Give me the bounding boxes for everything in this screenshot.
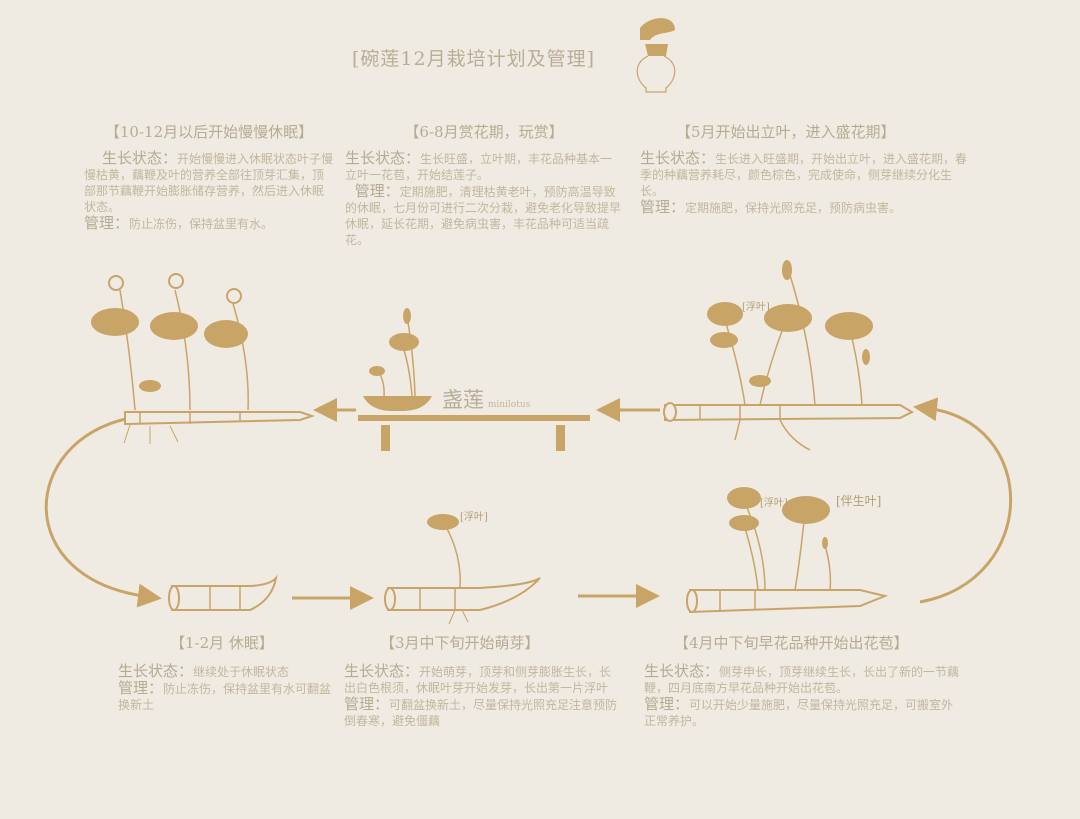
stage-oct-dec: 【10-12月以后开始慢慢休眠】 生长状态：开始慢慢进入休眠状态叶子慢慢枯黄，藕…: [84, 121, 334, 232]
manage-label: 管理：: [344, 695, 390, 713]
stage-title: 【4月中下旬早花品种开始出花苞】: [674, 634, 909, 652]
floating-leaf-label: [浮叶]: [760, 498, 788, 509]
stage-may: 【5月开始出立叶，进入盛花期】 生长状态：生长进入旺盛期，开始出立叶，进入盛花期…: [640, 121, 975, 216]
growth-text: 生长进入旺盛期，开始出立叶，进入盛花期，春季的种藕营养耗尽，颜色棕色，完成使命，…: [640, 152, 968, 198]
page-title: [碗莲12月栽培计划及管理]: [352, 48, 596, 70]
plant-dormancy-start: [91, 273, 316, 444]
growth-text: 侧芽申长，顶芽继续生长，长出了新的一节藕鞭，四月底南方早花品种开始出花苞。: [644, 665, 960, 695]
manage-label: 管理：: [354, 182, 400, 200]
stage-title: 【1-2月 休眠】: [170, 634, 274, 652]
manage-text: 定期施肥，保持光照充足，预防病虫害。: [685, 201, 902, 215]
manage-label: 管理：: [644, 695, 690, 713]
stage-title: 【3月中下旬开始萌芽】: [380, 634, 540, 652]
plant-blooming: [663, 260, 915, 451]
cycle-arrow-left: [44, 416, 162, 608]
center-sublabel: minilotus: [487, 400, 531, 410]
manage-label: 管理：: [640, 198, 686, 216]
growth-label: 生长状态：: [118, 662, 194, 680]
manage-text: 可以开始少量施肥，尽量保持光照充足，可搬室外正常养护。: [644, 698, 954, 728]
stage-jun-aug: 【6-8月赏花期，玩赏】 生长状态：生长旺盛，立叶期，丰花品种基本一立叶一花苞，…: [345, 121, 623, 248]
growth-text: 生长旺盛，立叶期，丰花品种基本一立叶一花苞，开始结莲子。: [345, 152, 613, 182]
center-label-group: 盏莲 minilotus: [442, 390, 531, 413]
rhizome-dormant: [168, 574, 278, 611]
growth-text: 开始慢慢进入休眠状态叶子慢慢枯黄，藕鞭及叶的营养全部往顶芽汇集，顶部那节藕鞭开始…: [84, 152, 334, 214]
manage-text: 防止冻伤，保持盆里有水。: [129, 217, 274, 231]
plant-sprouting: [384, 514, 541, 625]
manage-text: 可翻盆换新土，尽量保持光照充足注意预防倒春寒，避免僵藕: [344, 698, 618, 728]
plant-budding: [686, 487, 889, 614]
manage-text: 防止冻伤，保持盆里有水可翻盆换新土: [118, 682, 332, 712]
growth-label: 生长状态：: [344, 662, 420, 680]
floating-leaf-label: [浮叶]: [460, 512, 488, 523]
stage-title: 【5月开始出立叶，进入盛花期】: [676, 123, 896, 141]
manage-label: 管理：: [84, 214, 130, 232]
stage-jan-feb: 【1-2月 休眠】 生长状态：继续处于休眠状态 管理：防止冻伤，保持盆里有水可翻…: [118, 632, 333, 713]
growth-label: 生长状态：: [640, 149, 716, 167]
growth-label: 生长状态：: [102, 149, 178, 167]
growth-label: 生长状态：: [345, 149, 421, 167]
growth-label: 生长状态：: [644, 662, 720, 680]
manage-text: 定期施肥，清理枯黄老叶，预防高温导致的休眠，七月份可进行二次分栽，避免老化导致提…: [345, 185, 622, 247]
stage-title: 【6-8月赏花期，玩赏】: [404, 123, 564, 141]
stage-title: 【10-12月以后开始慢慢休眠】: [104, 123, 314, 141]
stage-mar: 【3月中下旬开始萌芽】 生长状态：开始萌芽，顶芽和侧芽膨胀生长，长出白色根须，休…: [344, 632, 619, 729]
companion-leaf-label: [伴生叶]: [836, 494, 882, 508]
bonsai-lotus-table: [358, 308, 590, 451]
floating-leaf-label: [浮叶]: [742, 302, 770, 313]
center-label: 盏莲: [442, 388, 484, 412]
manage-label: 管理：: [118, 679, 164, 697]
stage-apr: 【4月中下旬早花品种开始出花苞】 生长状态：侧芽申长，顶芽继续生长，长出了新的一…: [644, 632, 964, 729]
cycle-arrow-right: [913, 397, 1013, 604]
growth-text: 继续处于休眠状态: [193, 665, 290, 679]
bonsai-vase-logo: [636, 18, 676, 93]
growth-text: 开始萌芽，顶芽和侧芽膨胀生长，长出白色根须，休眠叶芽开始发芽，长出第一片浮叶: [344, 665, 612, 695]
